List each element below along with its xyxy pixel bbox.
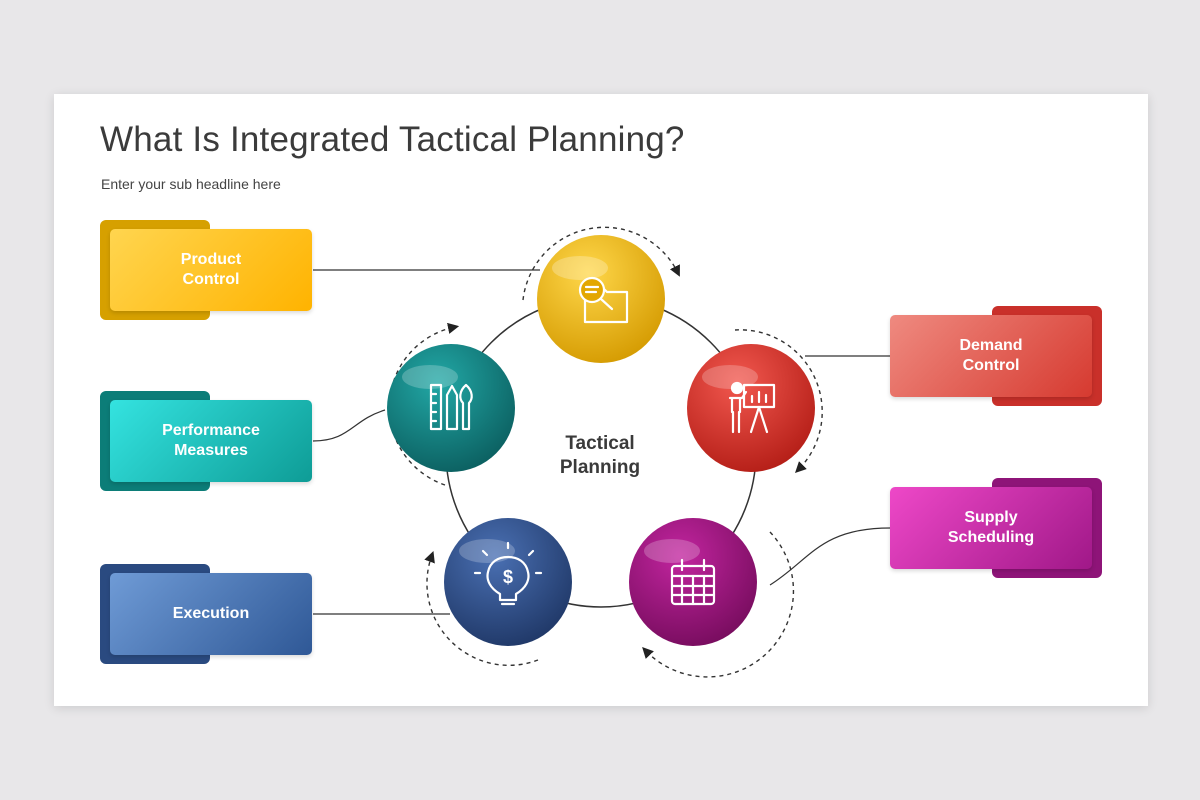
page-title: What Is Integrated Tactical Planning?	[100, 120, 685, 159]
connector-performance	[312, 409, 386, 442]
box-supply-scheduling[interactable]: Supply Scheduling	[890, 478, 1102, 578]
arrow-product	[522, 226, 680, 301]
presentation-icon	[728, 381, 776, 434]
box-label-line1: Supply	[964, 509, 1018, 526]
center-label: Tactical Planning	[540, 432, 660, 480]
box-front: Execution	[110, 573, 312, 655]
box-label-line2: Control	[962, 357, 1020, 374]
connector-supply	[769, 527, 891, 586]
connector-lines	[312, 269, 891, 615]
box-front: Performance Measures	[110, 400, 312, 482]
box-demand-control[interactable]: Demand Control	[890, 306, 1102, 406]
box-front: Demand Control	[890, 315, 1092, 397]
circle-performance[interactable]	[387, 344, 515, 472]
dollar-bulb-icon: $	[473, 541, 543, 606]
box-front: Product Control	[110, 229, 312, 311]
center-label-line1: Tactical	[565, 433, 635, 454]
calendar-icon	[670, 558, 716, 606]
box-product-control[interactable]: Product Control	[100, 220, 312, 320]
arrow-execution	[424, 551, 539, 667]
tools-icon	[429, 383, 473, 431]
box-label-line2: Scheduling	[947, 529, 1035, 546]
box-label-line1: Performance	[162, 422, 260, 439]
box-label-line1: Demand	[959, 337, 1023, 354]
svg-text:$: $	[503, 567, 513, 587]
arrow-demand	[734, 329, 823, 473]
box-execution[interactable]: Execution	[100, 564, 312, 664]
box-label-line1: Product	[180, 251, 242, 268]
center-label-line2: Planning	[559, 457, 641, 478]
search-folder-icon	[578, 276, 629, 324]
page-subtitle: Enter your sub headline here	[101, 176, 281, 192]
box-performance-measures[interactable]: Performance Measures	[100, 391, 312, 491]
box-label-line1: Execution	[172, 605, 250, 622]
box-label-line2: Measures	[174, 442, 248, 459]
box-front: Supply Scheduling	[890, 487, 1092, 569]
box-label-line2: Control	[182, 271, 240, 288]
